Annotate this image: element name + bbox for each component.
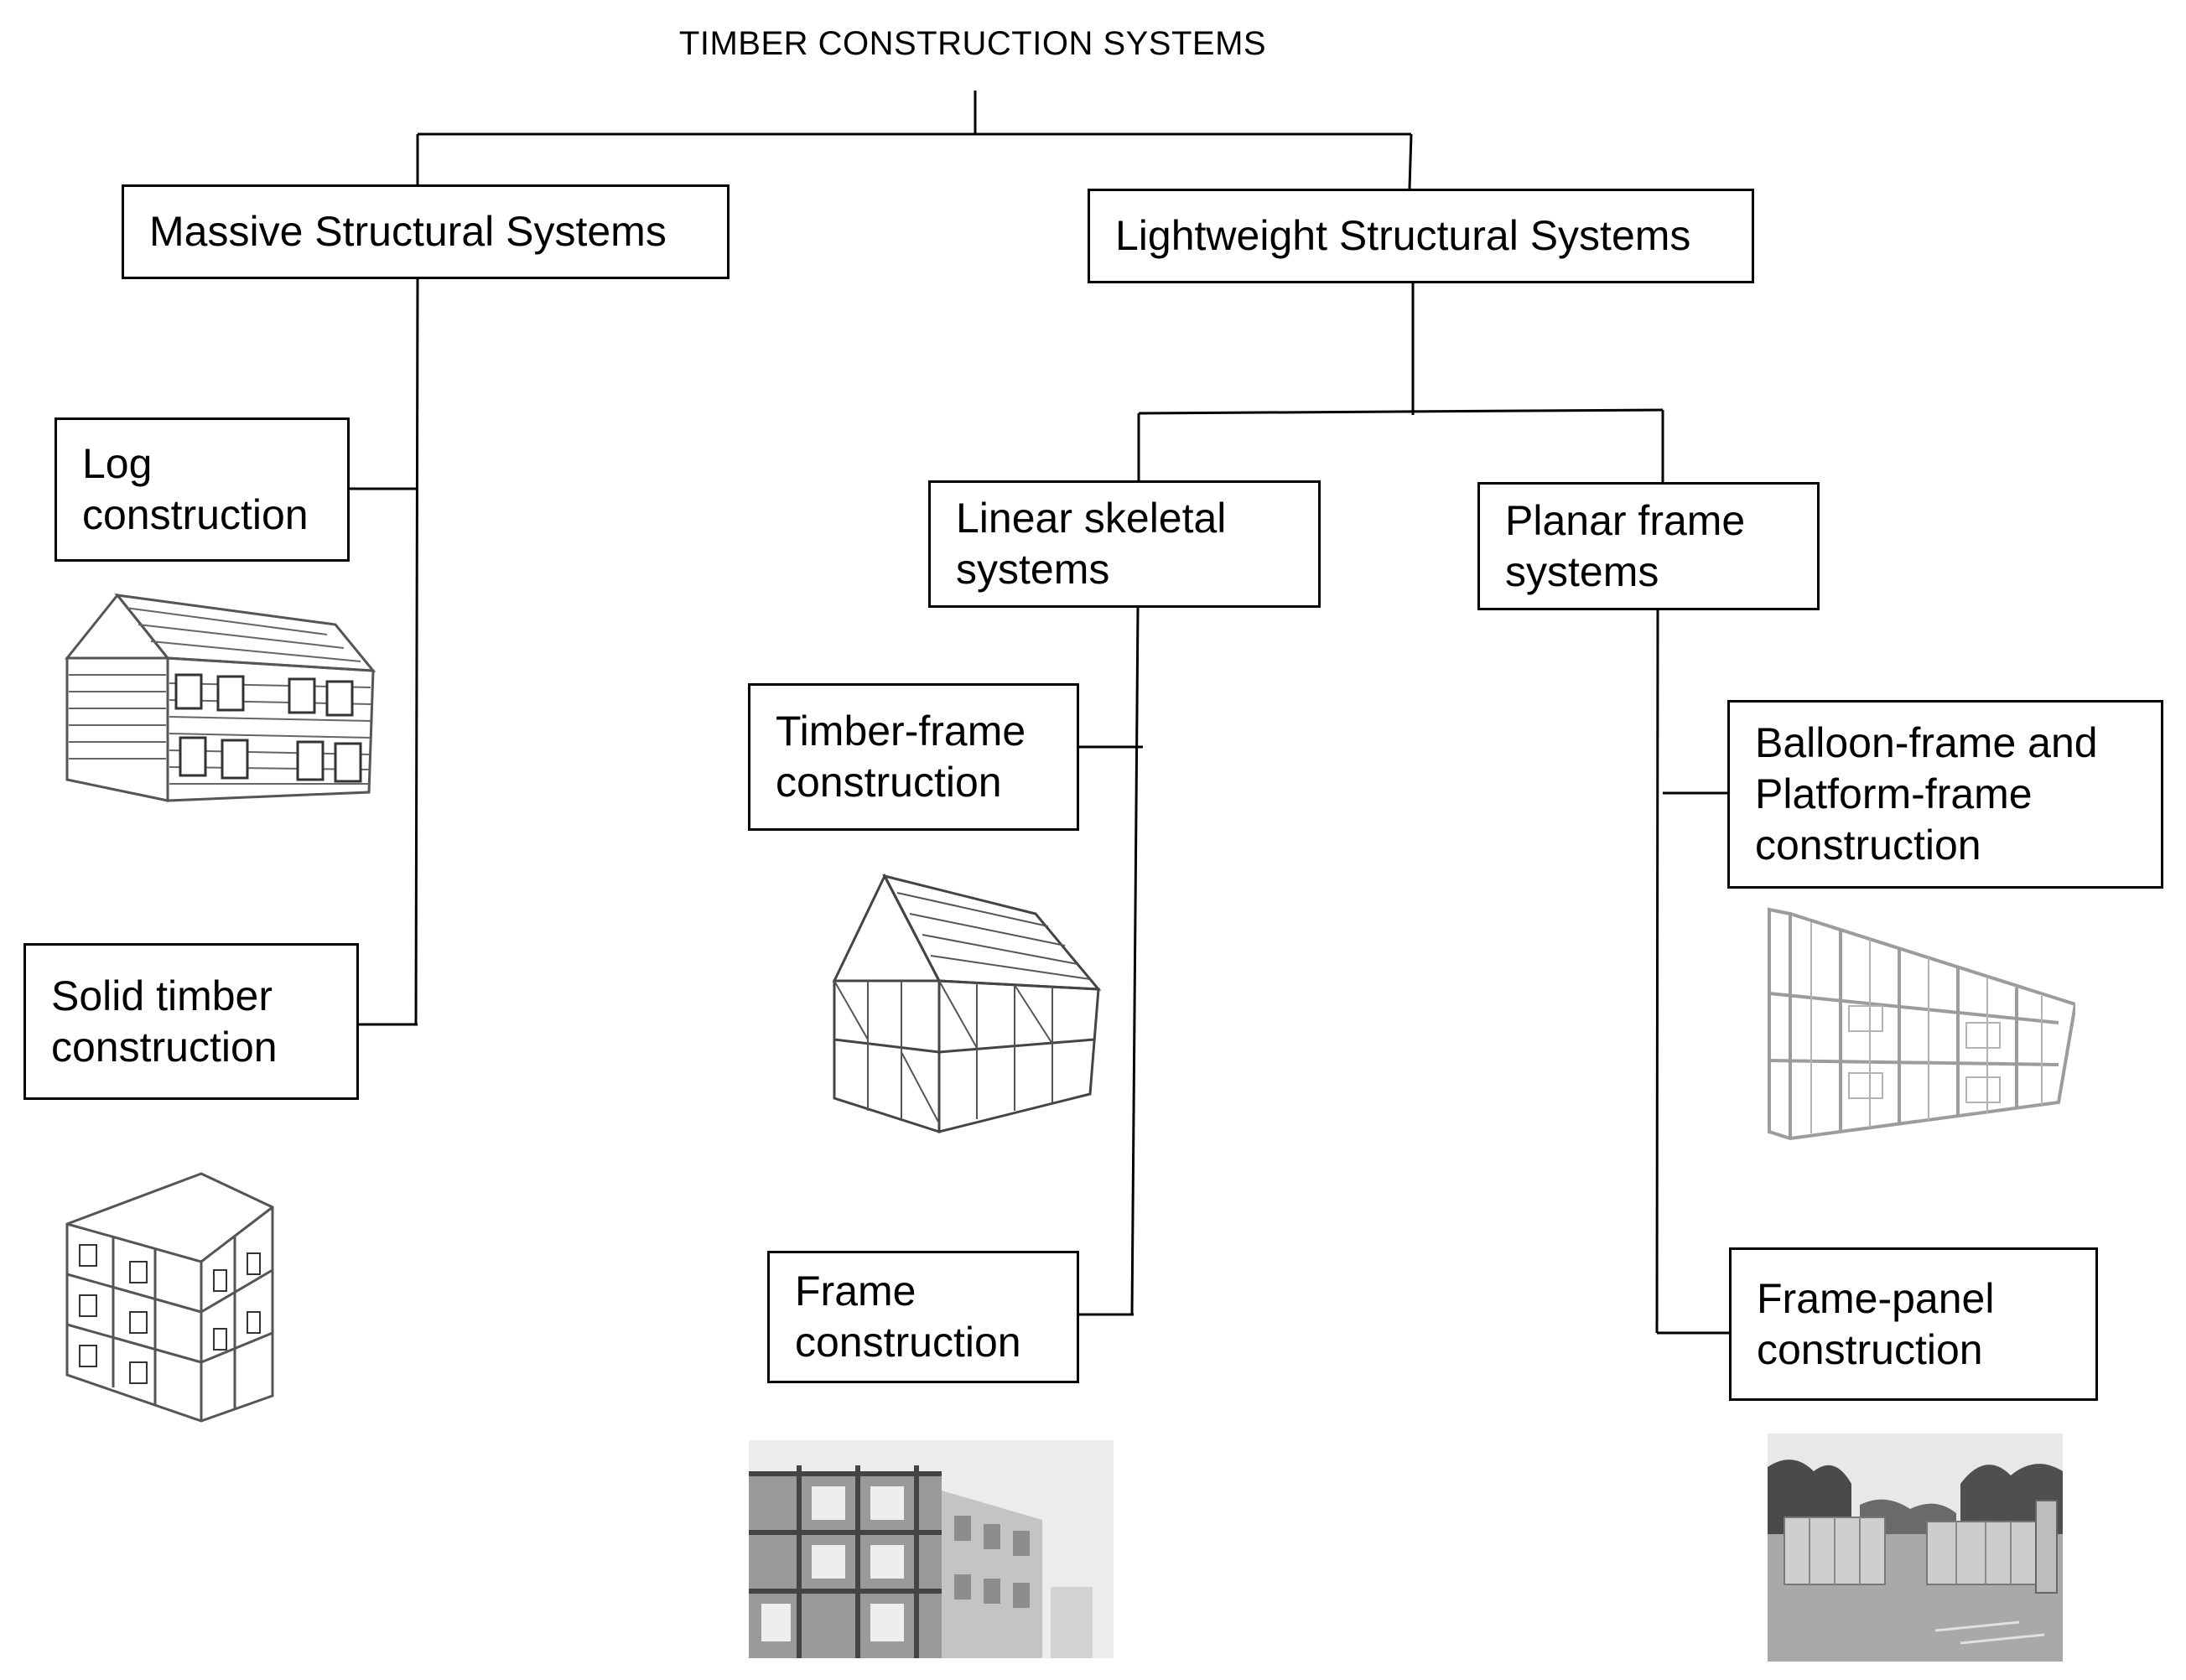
node-massive-structural-systems: Massive Structural Systems xyxy=(122,184,730,279)
frame-building-photo-image xyxy=(749,1440,1114,1658)
node-frame-construction: Frame construction xyxy=(767,1251,1079,1383)
edge-linear-trunk xyxy=(1130,607,1140,1315)
diagram-title: TIMBER CONSTRUCTION SYSTEMS xyxy=(678,25,1267,62)
edge-title-lightweight xyxy=(1408,133,1413,189)
solid-timber-building-sketch-image xyxy=(63,1169,340,1425)
node-frame-panel-construction: Frame-panel construction xyxy=(1729,1247,2098,1401)
timber-frame-house-sketch-image xyxy=(818,872,1103,1136)
balloon-frame-structure-sketch-image xyxy=(1765,905,2075,1140)
node-balloon-platform-frame-construction: Balloon-frame and Platform-frame constru… xyxy=(1727,700,2163,889)
log-house-sketch-image xyxy=(59,591,377,805)
edge-planar-trunk xyxy=(1655,609,1659,1334)
edge-level3-bar xyxy=(1138,408,1664,415)
node-timber-frame-construction: Timber-frame construction xyxy=(748,683,1079,831)
node-log-construction: Log construction xyxy=(55,417,350,562)
node-linear-skeletal-systems: Linear skeletal systems xyxy=(928,480,1321,608)
node-planar-frame-systems: Planar frame systems xyxy=(1477,482,1820,610)
edge-massive-trunk xyxy=(414,278,419,1025)
node-lightweight-structural-systems: Lightweight Structural Systems xyxy=(1088,189,1754,283)
frame-panel-site-photo-image xyxy=(1768,1434,2063,1662)
node-solid-timber-construction: Solid timber construction xyxy=(23,943,359,1100)
